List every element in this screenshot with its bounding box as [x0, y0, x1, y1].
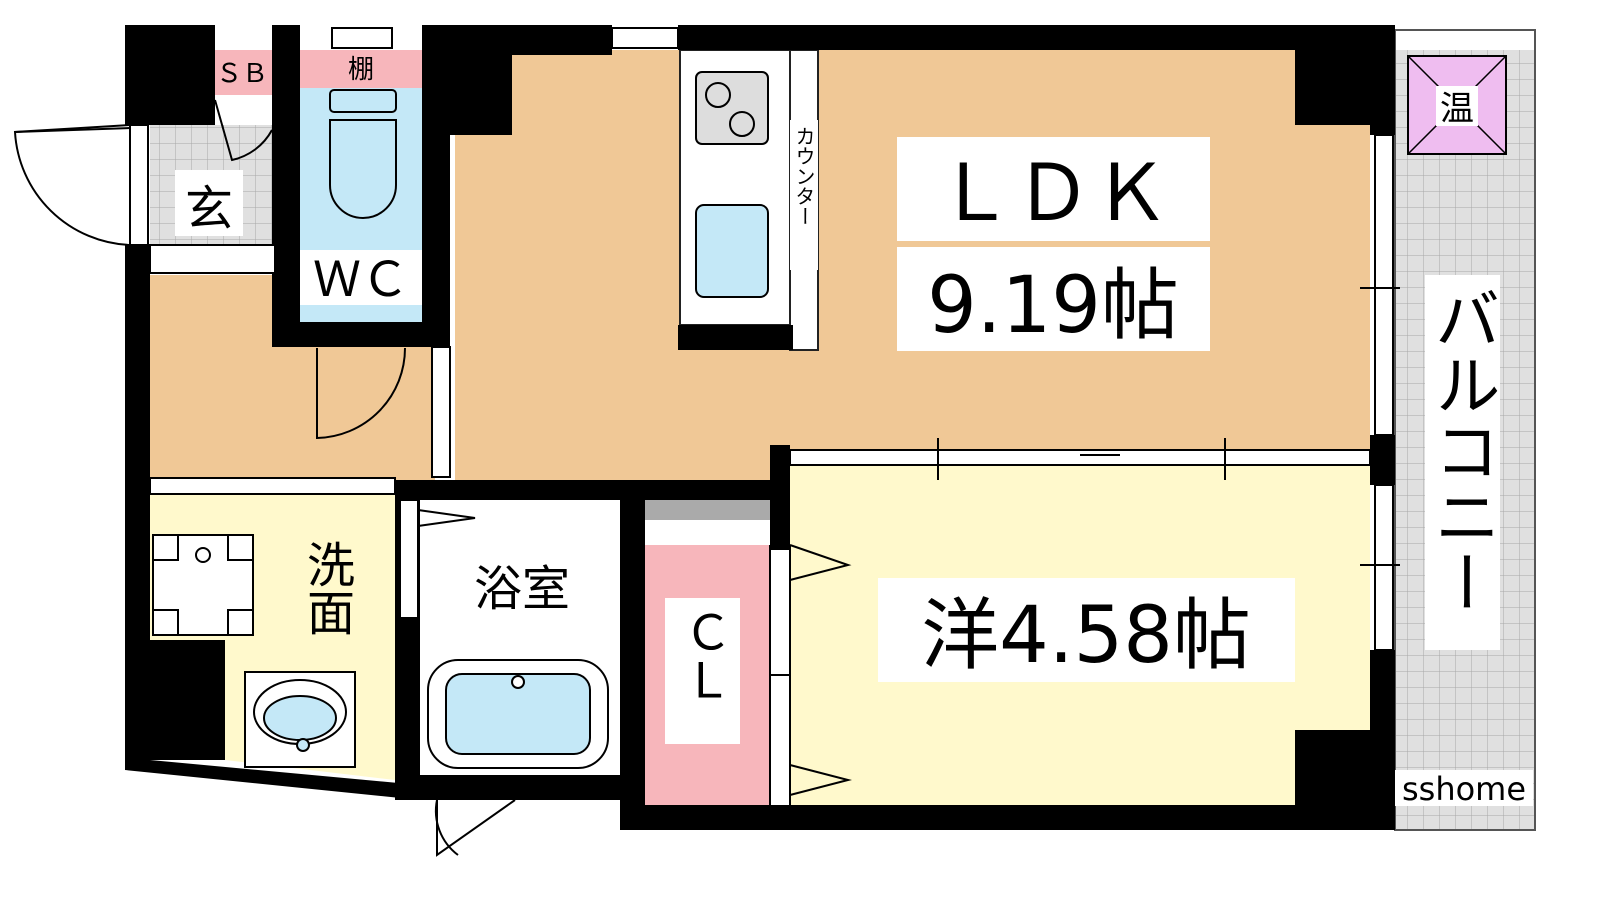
wash-basin-icon: [244, 671, 356, 768]
wc-label-bg: [300, 250, 422, 305]
doors: [13, 99, 852, 857]
watermark-text: sshome: [1402, 770, 1526, 808]
washing-machine-icon: [152, 534, 254, 636]
walls: [125, 25, 1395, 830]
shoe-box-floor: [212, 50, 272, 95]
closet-label-bg: [665, 598, 740, 744]
water-heater-name: 温: [1440, 89, 1474, 129]
ldk-size: 9.19帖: [927, 261, 1179, 351]
closet-name: ＣＬ: [675, 608, 731, 704]
western-room-name: 洋4.58帖: [921, 591, 1251, 681]
shoe-box-floor-2: [212, 95, 272, 125]
shelf-name: 棚: [348, 55, 374, 85]
toilet-icon: [329, 89, 397, 219]
balcony-name: バルコニー: [1424, 285, 1501, 615]
kitchen-sink-icon: [695, 204, 769, 298]
bath-name: 浴室: [474, 561, 570, 617]
ldk-size-label-bg: [897, 247, 1210, 351]
shelf-floor: [300, 50, 422, 88]
closet-shelf: [645, 500, 770, 520]
partitions: [129, 27, 1394, 651]
stove-icon: [695, 71, 769, 145]
ldk-label-bg: [897, 137, 1210, 241]
sliding-door-ticks: [937, 287, 1400, 566]
ldk-name: ＬＤＫ: [936, 149, 1170, 239]
counter-name: カウンター: [792, 126, 816, 226]
watermark-bg: [1395, 770, 1533, 806]
wash-name: 洗面: [298, 540, 354, 636]
balcony-label-bg: [1425, 275, 1500, 650]
sb-name: ＳＢ: [216, 59, 268, 89]
bathtub-icon: [427, 659, 609, 769]
entrance-name: 玄: [185, 181, 233, 237]
counter-label-bg: [790, 120, 818, 270]
balcony-frame: [1394, 29, 1536, 831]
wc-name: ＷＣ: [313, 252, 409, 308]
western-label-bg: [878, 578, 1295, 682]
entrance-label-bg: [175, 170, 243, 236]
water-heater-icon: [1407, 55, 1507, 155]
